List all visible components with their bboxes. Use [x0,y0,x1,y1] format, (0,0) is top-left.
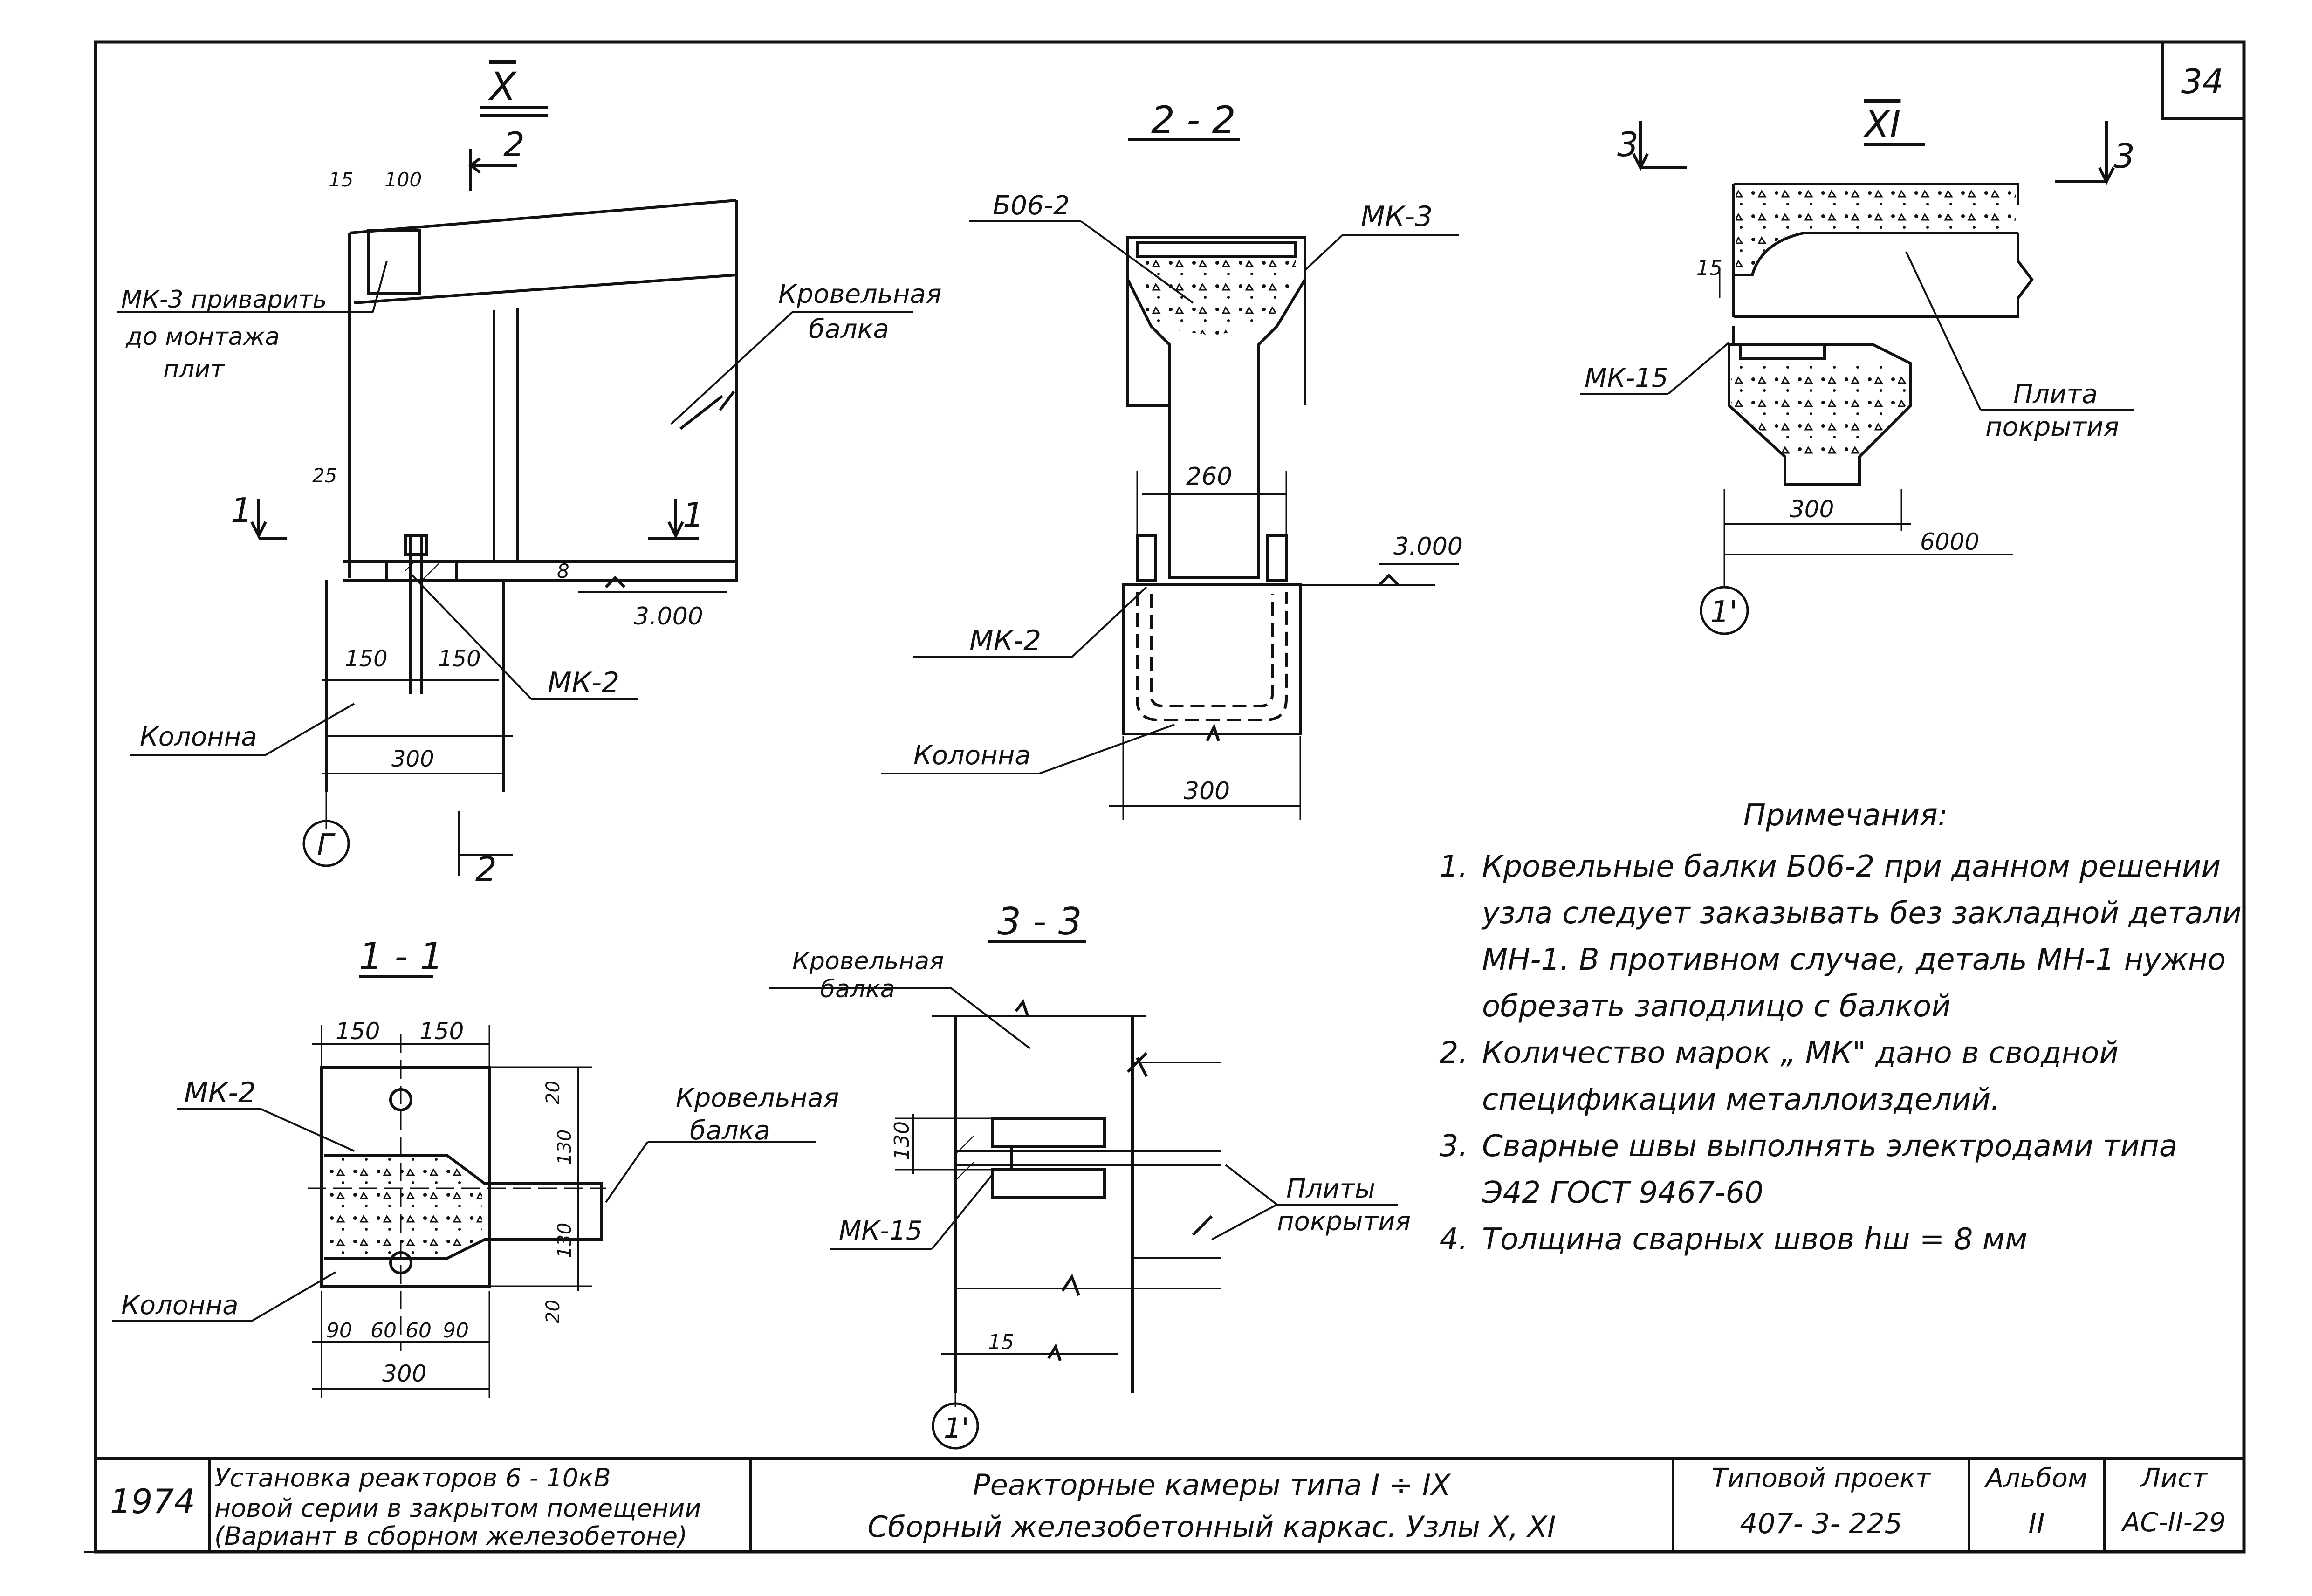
section-3-3-label-slabs-2: покрытия [1277,1206,1411,1237]
node-xi-label-slab: Плита [2013,379,2098,410]
section-1-1-dim-bottom-3: 60 [405,1319,432,1343]
section-1-1-dim-right-2: 130 [554,1130,576,1165]
node-x-level: 3.000 [634,603,703,630]
node-x-dim-300: 300 [391,746,434,772]
section-2-2-label-mk3: МК-3 [1361,200,1433,233]
section-3-3-drawing [769,940,1398,1450]
section-2-2-label-column: Колонна [913,740,1031,771]
title-block-tp-label: Типовой проект [1711,1463,1931,1493]
section-1-1-dim-300: 300 [382,1360,426,1387]
section-1-1-label-mk2: МК-2 [184,1076,256,1109]
section-2-2-level: 3.000 [1393,533,1463,561]
section-3-3-title: 3 - 3 [997,900,1082,943]
node-x-dim-100: 100 [384,168,422,191]
section-3-3-axis-label: 1' [944,1412,969,1445]
section-3-3-dim-130: 130 [890,1121,914,1160]
notes-list: Кровельные балки Б06-2 при данном решени… [1449,843,2242,1263]
node-xi-dim-6000: 6000 [1920,528,1979,555]
node-xi-cut3-right: 3 [2113,137,2135,176]
section-3-3-label-beam-2: балка [820,975,895,1003]
section-2-2-label-b: Б06-2 [993,191,1070,221]
title-block-tp-value: 407- 3- 225 [1740,1507,1902,1540]
notes-title: Примечания: [1743,798,1948,833]
section-1-1-dim-right-1: 20 [542,1081,564,1104]
section-1-1-title: 1 - 1 [359,935,444,978]
sheet-frame [84,40,2246,1554]
node-xi-drawing [1580,121,2134,635]
title-block-project-line2: новой серии в закрытом помещении [214,1493,701,1523]
section-1-1-dim-right-4: 20 [542,1300,564,1323]
note-item-2: Количество марок „ МК" дано в сводной сп… [1477,1030,2242,1123]
section-1-1-hatch [326,1158,482,1256]
section-3-3-hatch [955,1128,974,1184]
section-3-3-label-beam: Кровельная [792,947,944,975]
title-block-album-label: Альбом [1985,1463,2088,1493]
section-2-2-dim-300: 300 [1184,777,1230,805]
note-item-3: Сварные швы выполнять электродами типа Э… [1477,1123,2242,1216]
note-item-1: Кровельные балки Б06-2 при данном решени… [1477,843,2242,1030]
node-x-dim-15: 15 [329,168,353,191]
title-block-sheet-title1: Реакторные камеры типа I ÷ IX [973,1468,1451,1502]
node-x-dim-8: 8 [557,560,569,582]
node-x-label-mk3: МК-3 приварить [121,286,327,314]
title-block-album-value: II [2028,1507,2045,1540]
node-xi-axis-label: 1' [1710,595,1737,630]
section-2-2-title: 2 - 2 [1151,98,1236,142]
section-1-1-dim-bottom-1: 90 [326,1319,352,1343]
section-3-3-label-mk15: МК-15 [839,1216,923,1246]
title-block-list-value: АС-II-29 [2122,1507,2226,1538]
note-item-4: Толщина сварных швов hш = 8 мм [1477,1216,2242,1263]
title-block-project-line3: (Вариант в сборном железобетоне) [214,1521,688,1551]
title-block-project-line1: Установка реакторов 6 - 10кВ [214,1463,611,1493]
node-xi-label-slab-2: покрытия [1985,412,2119,442]
node-x-cut2-top: 2 [503,125,525,164]
section-1-1-drawing [112,975,816,1398]
node-x-dim-25: 25 [312,464,337,487]
section-1-1-label-beam-2: балка [690,1116,770,1146]
title-block-sheet-title2: Сборный железобетонный каркас. Узлы X, X… [867,1510,1556,1544]
node-xi-title: XI [1862,103,1900,146]
notes-block: Примечания: Кровельные балки Б06-2 при д… [1449,792,2242,1263]
section-1-1-label-beam: Кровельная [676,1083,839,1113]
section-1-1-dim-right-3: 130 [554,1223,576,1258]
node-x-label-beam: Кровельная [778,279,941,309]
node-xi-cut3-left: 3 [1617,125,1639,164]
node-x-label-mk3-3: плит [163,356,225,384]
section-1-1-dim-top-2: 150 [419,1018,464,1045]
node-x-label-mk3-2: до монтажа [125,323,280,351]
section-2-2-hatch [1137,256,1296,336]
section-1-1-dim-bottom-4: 90 [443,1319,469,1343]
node-xi-dim-15: 15 [1696,256,1722,280]
node-x-dim-150b: 150 [438,646,481,672]
node-xi-label-mk15: МК-15 [1585,363,1668,393]
node-x-cut2-bottom: 2 [475,849,497,889]
node-x-label-mk2: МК-2 [548,666,619,699]
node-x-axis-label: Г [317,828,336,863]
section-2-2-drawing [881,138,1459,820]
section-1-1-dim-bottom-2: 60 [370,1319,397,1343]
node-x-dim-150a: 150 [345,646,388,672]
title-block-lines [208,1459,2106,1552]
section-2-2-dim-260: 260 [1186,463,1232,491]
section-3-3-dim-15: 15 [988,1330,1014,1354]
title-block-list-label: Лист [2141,1463,2207,1493]
title-block-year: 1974 [110,1482,196,1521]
section-1-1-label-column: Колонна [121,1290,239,1321]
section-2-2-label-mk2: МК-2 [969,624,1041,657]
node-xi-hatch [1731,186,2016,454]
section-1-1-dim-top-1: 150 [336,1018,380,1045]
node-x-title: X [487,64,517,110]
sheet-number: 34 [2181,62,2224,101]
node-xi-dim-300: 300 [1790,496,1834,523]
node-x-label-column: Колонна [140,722,257,752]
section-3-3-label-slabs: Плиты [1286,1174,1375,1204]
node-x-cut1-left: 1 [231,491,252,530]
node-x-label-beam-2: балка [809,314,889,344]
node-x-cut1-right: 1 [683,495,704,534]
node-x-hatch [405,562,443,580]
